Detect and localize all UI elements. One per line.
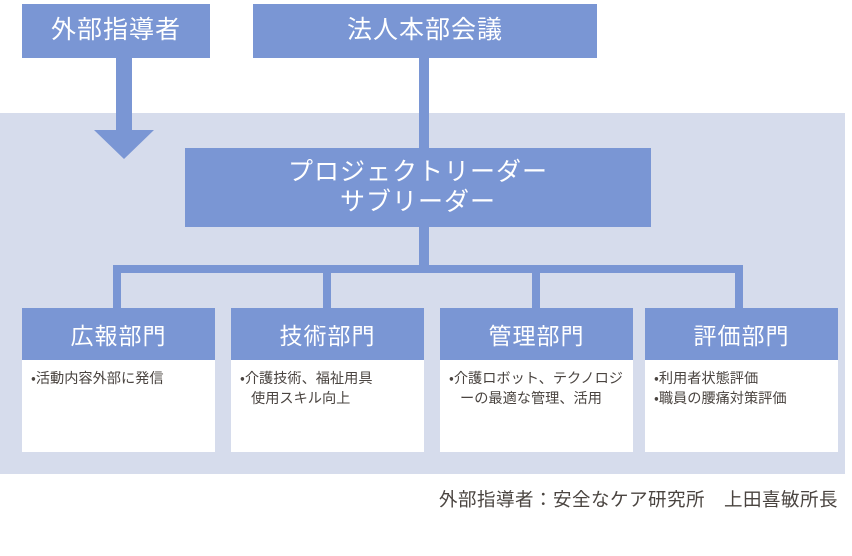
- box-project-leader: プロジェクトリーダー サブリーダー: [185, 148, 651, 227]
- card-department-pr-header: 広報部門: [22, 308, 215, 360]
- list-item: ・介護ロボット、テクノロジーの最適な管理、活用: [449, 371, 623, 408]
- down-arrow-shaft-icon: [116, 58, 132, 133]
- connector-leader-stem: [419, 226, 429, 268]
- down-arrow-head-icon: [94, 130, 154, 159]
- card-department-tech-body: ・介護技術、福祉用具 使用スキル向上: [231, 360, 424, 409]
- card-department-tech-header: 技術部門: [231, 308, 424, 360]
- box-external-advisor: 外部指導者: [22, 4, 210, 58]
- list-item: ・活動内容外部に発信: [31, 371, 164, 387]
- card-department-eval: 評価部門 ・利用者状態評価 ・職員の腰痛対策評価: [645, 308, 838, 452]
- card-department-admin-body: ・介護ロボット、テクノロジーの最適な管理、活用: [440, 360, 633, 409]
- card-department-admin: 管理部門 ・介護ロボット、テクノロジーの最適な管理、活用: [440, 308, 633, 452]
- box-hq-meeting: 法人本部会議: [253, 4, 597, 58]
- card-department-pr-body: ・活動内容外部に発信: [22, 360, 215, 389]
- connector-horizontal-bus: [113, 265, 743, 273]
- card-department-eval-header: 評価部門: [645, 308, 838, 360]
- card-department-tech: 技術部門 ・介護技術、福祉用具 使用スキル向上: [231, 308, 424, 452]
- card-department-eval-body: ・利用者状態評価 ・職員の腰痛対策評価: [645, 360, 838, 409]
- project-leader-label: プロジェクトリーダー: [287, 158, 548, 186]
- list-item: ・利用者状態評価: [654, 371, 759, 387]
- list-item: ・介護技術、福祉用具 使用スキル向上: [240, 371, 373, 408]
- box-hq-meeting-label: 法人本部会議: [346, 16, 503, 45]
- connector-drop-tech: [323, 265, 331, 310]
- card-department-admin-header: 管理部門: [440, 308, 633, 360]
- box-external-advisor-label: 外部指導者: [50, 16, 181, 45]
- connector-drop-eval: [735, 265, 743, 310]
- connector-hq-to-leader: [419, 58, 429, 150]
- sub-leader-label: サブリーダー: [339, 187, 496, 216]
- connector-drop-pr: [113, 265, 121, 310]
- connector-drop-admin: [532, 265, 540, 310]
- card-department-pr: 広報部門 ・活動内容外部に発信: [22, 308, 215, 452]
- list-item: ・職員の腰痛対策評価: [654, 391, 787, 408]
- footnote: 外部指導者：安全なケア研究所 上田喜敏所長: [438, 489, 838, 510]
